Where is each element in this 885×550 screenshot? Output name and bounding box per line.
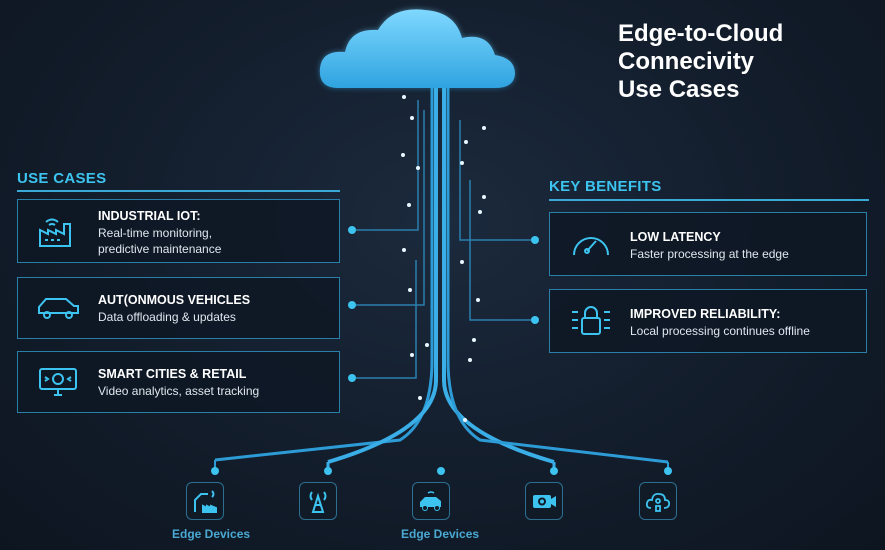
edge-devices-label: Edge Devices [401, 527, 480, 541]
network-trunk [214, 88, 669, 470]
camera-icon [533, 495, 556, 508]
title-line: Use Cases [618, 76, 740, 103]
use-case-description: Data offloading & updates [98, 310, 236, 324]
use-cases-heading: USE CASES [17, 170, 107, 187]
title-line: Connecivity [618, 48, 755, 75]
benefit-low-latency: LOW LATENCY Faster processing at the edg… [549, 212, 867, 276]
use-case-description: Video analytics, asset tracking [98, 384, 260, 398]
factory-wifi-icon [39, 218, 71, 247]
divider [549, 199, 869, 201]
use-case-title: INDUSTRIAL IOT: [98, 209, 201, 223]
monitor-camera-icon [39, 368, 77, 396]
use-case-title: AUT(ONMOUS VEHICLES [98, 293, 251, 307]
benefit-improved-reliability: IMPROVED RELIABILITY: Local processing c… [549, 289, 867, 353]
edge-device-robot-arm [186, 482, 224, 520]
benefit-description: Faster processing at the edge [630, 247, 789, 261]
speedometer-icon [573, 237, 609, 256]
benefit-description: Local processing continues offline [630, 324, 810, 338]
title-line: Edge-to-Cloud [618, 20, 784, 47]
edge-device-cell-tower [299, 482, 337, 520]
use-case-title: SMART CITIES & RETAIL [98, 367, 247, 381]
connector-dots [211, 226, 672, 475]
connected-car-icon [420, 491, 441, 511]
cloud-icon [319, 9, 515, 88]
car-icon [38, 298, 79, 319]
use-case-industrial-iot: INDUSTRIAL IOT: Real-time monitoring, pr… [17, 199, 340, 263]
key-benefits-heading: KEY BENEFITS [549, 178, 662, 195]
benefit-title: LOW LATENCY [630, 230, 721, 244]
edge-device-cloud-gear [639, 482, 677, 520]
cell-tower-icon [309, 491, 327, 513]
divider [17, 190, 340, 192]
cloud-gear-icon [645, 492, 671, 512]
description-line: Real-time monitoring, [98, 226, 213, 240]
use-case-description: Real-time monitoring, predictive mainten… [98, 225, 221, 257]
lock-icon [572, 306, 610, 335]
benefit-title: IMPROVED RELIABILITY: [630, 307, 781, 321]
edge-devices-label: Edge Devices [172, 527, 251, 541]
data-particles [401, 95, 486, 422]
robot-arm-factory-icon [194, 490, 217, 513]
edge-device-camera [525, 482, 563, 520]
edge-device-connected-car [412, 482, 450, 520]
use-case-autonomous-vehicles: AUT(ONMOUS VEHICLES Data offloading & up… [17, 277, 340, 339]
use-case-smart-cities: SMART CITIES & RETAIL Video analytics, a… [17, 351, 340, 413]
page-title: Edge-to-Cloud Connecivity Use Cases [618, 20, 783, 104]
description-line: predictive maintenance [98, 242, 222, 256]
